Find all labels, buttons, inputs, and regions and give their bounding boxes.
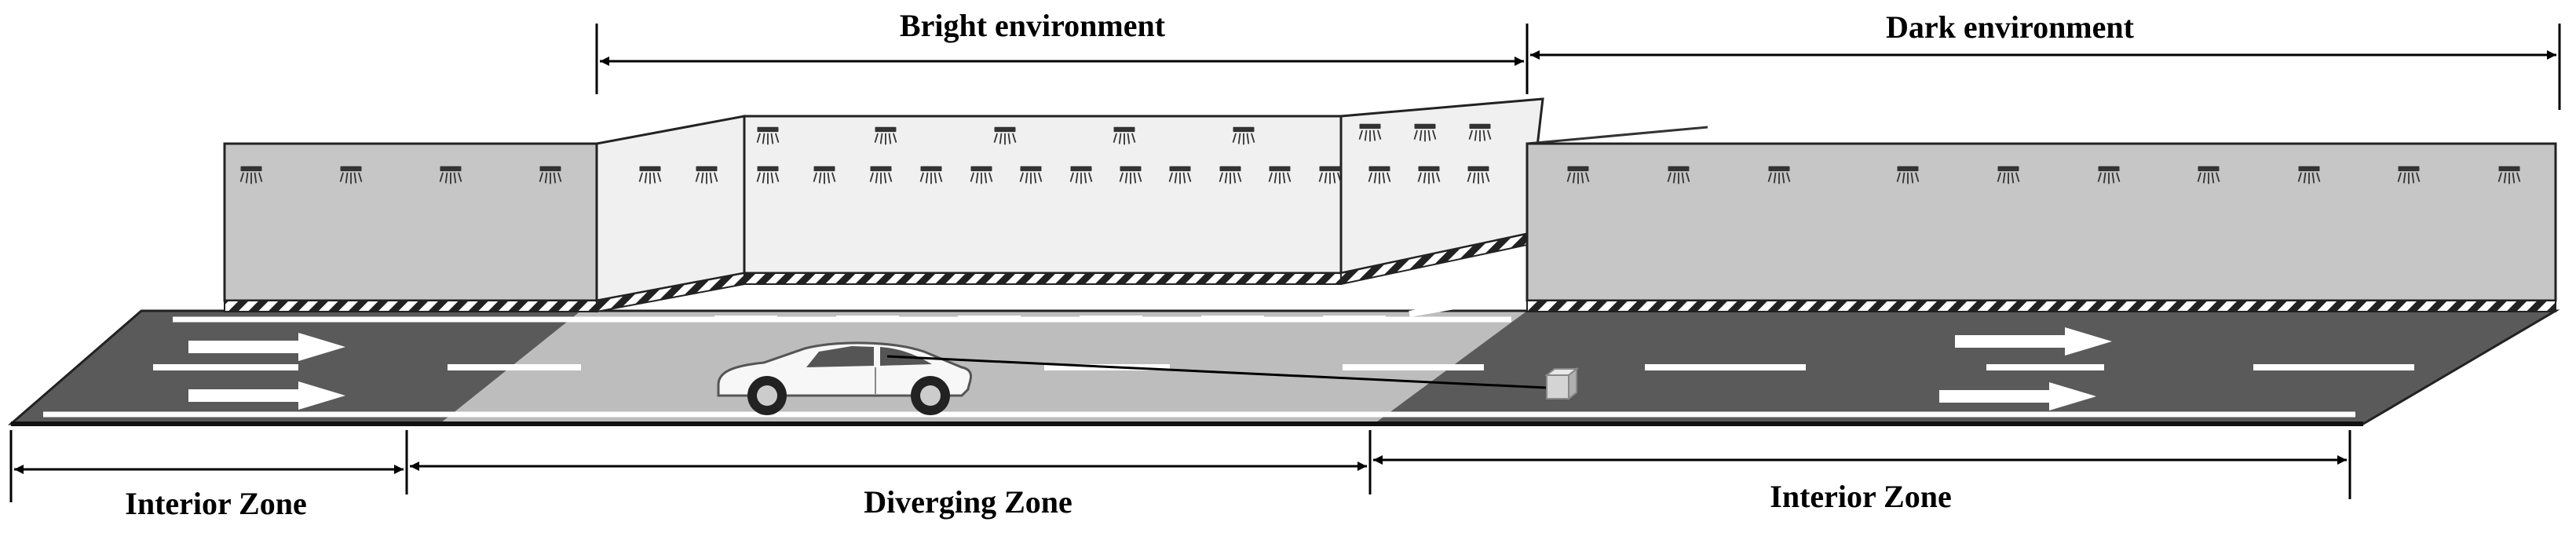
ramp-edge-line [1526, 126, 1708, 145]
wall-right-hatch [1526, 300, 2556, 312]
road-right-dark [1374, 311, 2556, 424]
diverging-zone-label: Diverging Zone [864, 484, 1072, 520]
zone-dimensions [9, 430, 2351, 502]
environment-dimensions [595, 24, 2561, 110]
road-bright-section [440, 311, 1527, 424]
wall-bright-angled-1 [595, 115, 746, 302]
wall-bright-center [743, 115, 1343, 275]
dark-environment-label: Dark environment [1886, 9, 2135, 45]
tunnel-walls [223, 97, 2557, 313]
wall-left-hatch [224, 300, 597, 312]
road [7, 291, 2560, 426]
interior-zone-right-label: Interior Zone [1770, 479, 1951, 514]
interior-zone-left-label: Interior Zone [125, 486, 306, 521]
wall-right-interior [1526, 142, 2557, 302]
car-icon [717, 341, 972, 415]
obstacle-box-icon [1544, 367, 1579, 401]
wall-bright-center-hatch [744, 272, 1342, 285]
wall-left-interior [223, 142, 598, 302]
diverging-ramp-line [1409, 291, 1524, 317]
sight-line [886, 355, 1547, 389]
bright-environment-label: Bright environment [900, 8, 1166, 43]
